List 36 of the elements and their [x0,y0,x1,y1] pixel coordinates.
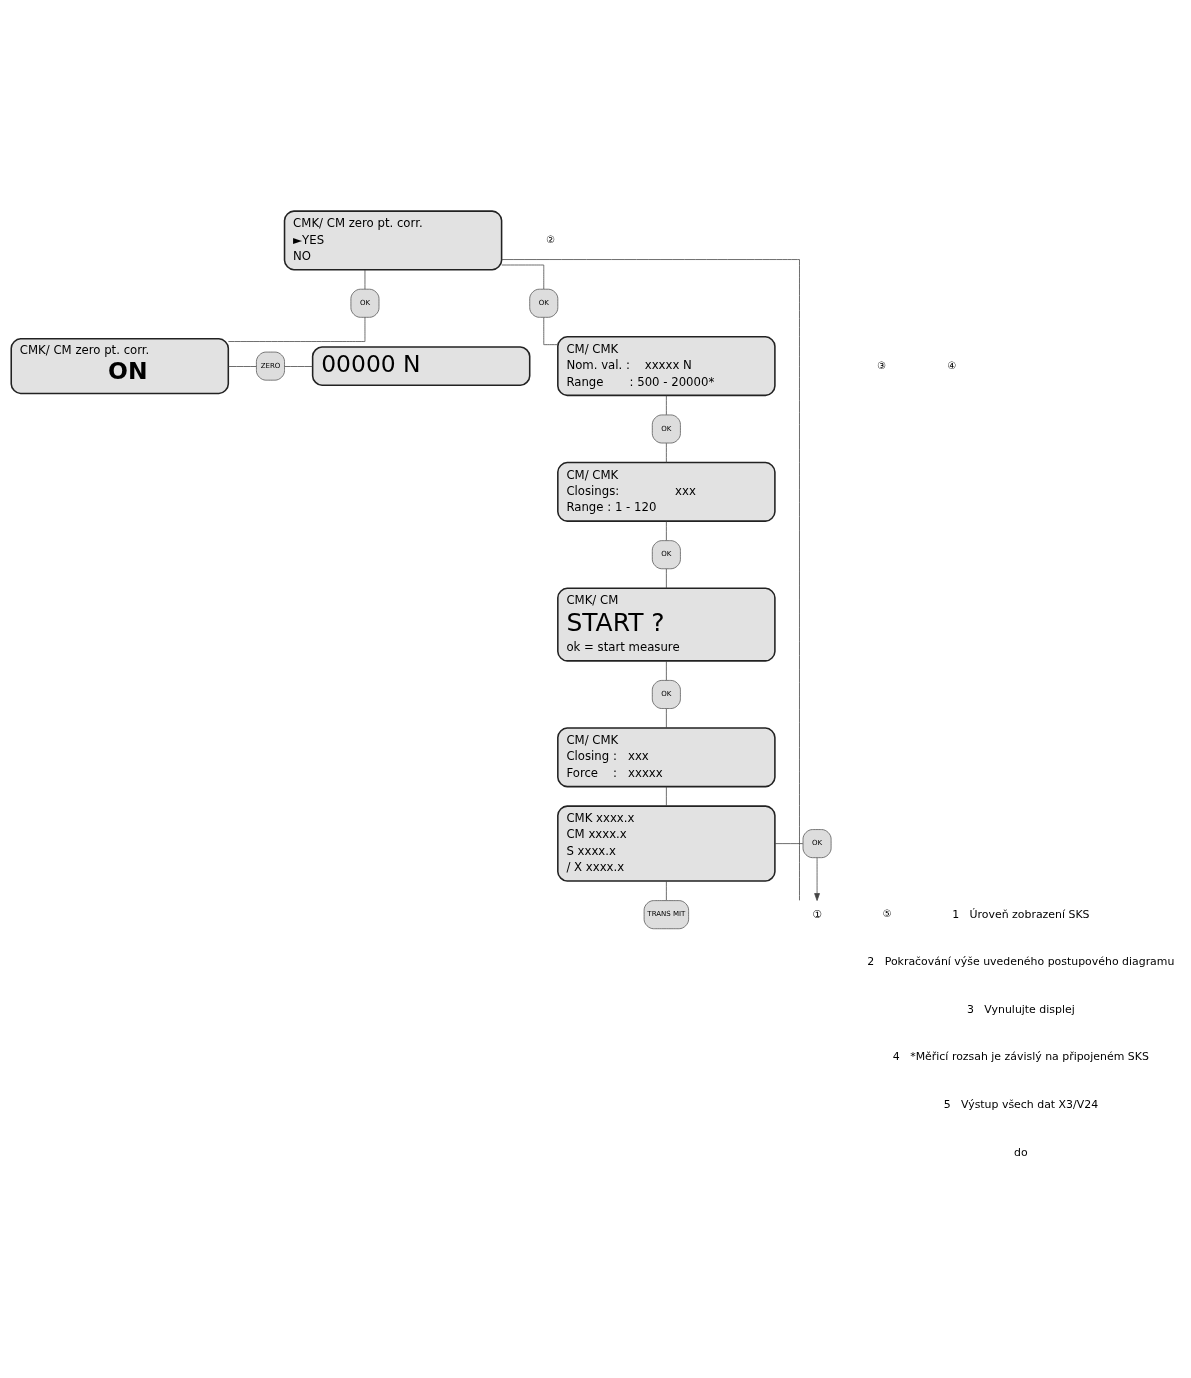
connector [665,442,667,463]
connector [774,843,804,844]
connector [665,660,667,681]
label: ② [546,234,556,246]
connector [228,366,257,367]
label: ④ [947,359,957,371]
label: ⑤ [882,908,892,920]
connector [665,708,667,729]
connector [665,786,667,807]
node-box: CM/ CMK Closing : xxx Force : xxxxx [557,727,776,788]
node-text: ① [812,907,822,921]
connector [665,568,667,589]
label: 5 Výstup všech dat X3/V24 [943,1098,1099,1112]
label: 1 Úroveň zobrazení SKS [952,907,1090,921]
connector [665,521,667,541]
connector [501,264,545,290]
label: ③ [877,359,887,371]
node-box: TRANS MIT [643,900,689,930]
connector [228,317,366,342]
connector [284,366,313,367]
connector [501,259,800,901]
node-box: CMK/ CM zero pt. corr. ►YES NO [283,210,503,271]
connector [665,880,667,901]
node-box: CMK/ CM START ? ok = start measure [557,587,776,662]
node-box: CMK xxxx.x CM xxxx.x S xxxx.x / X xxxx.x [557,805,776,882]
label: do [1014,1145,1028,1159]
node-box: CM/ CMK Nom. val. : xxxxx N Range : 500 - 20000* [557,336,776,397]
connector [364,269,366,290]
arrow [814,857,820,901]
connector [665,395,667,416]
label: 3 Vynulujte displej [967,1002,1075,1016]
node-box: CMK/ CM zero pt. corr. ON [10,338,230,395]
node-box: 00000 N [311,346,531,387]
node-box: CM/ CMK Closings: xxx Range : 1 - 120 [557,461,776,522]
label: 2 Pokračování výše uvedeného postupového diagramu [867,955,1175,969]
label: 4 *Měřicí rozsah je závislý na připojeném SKS [892,1050,1149,1064]
